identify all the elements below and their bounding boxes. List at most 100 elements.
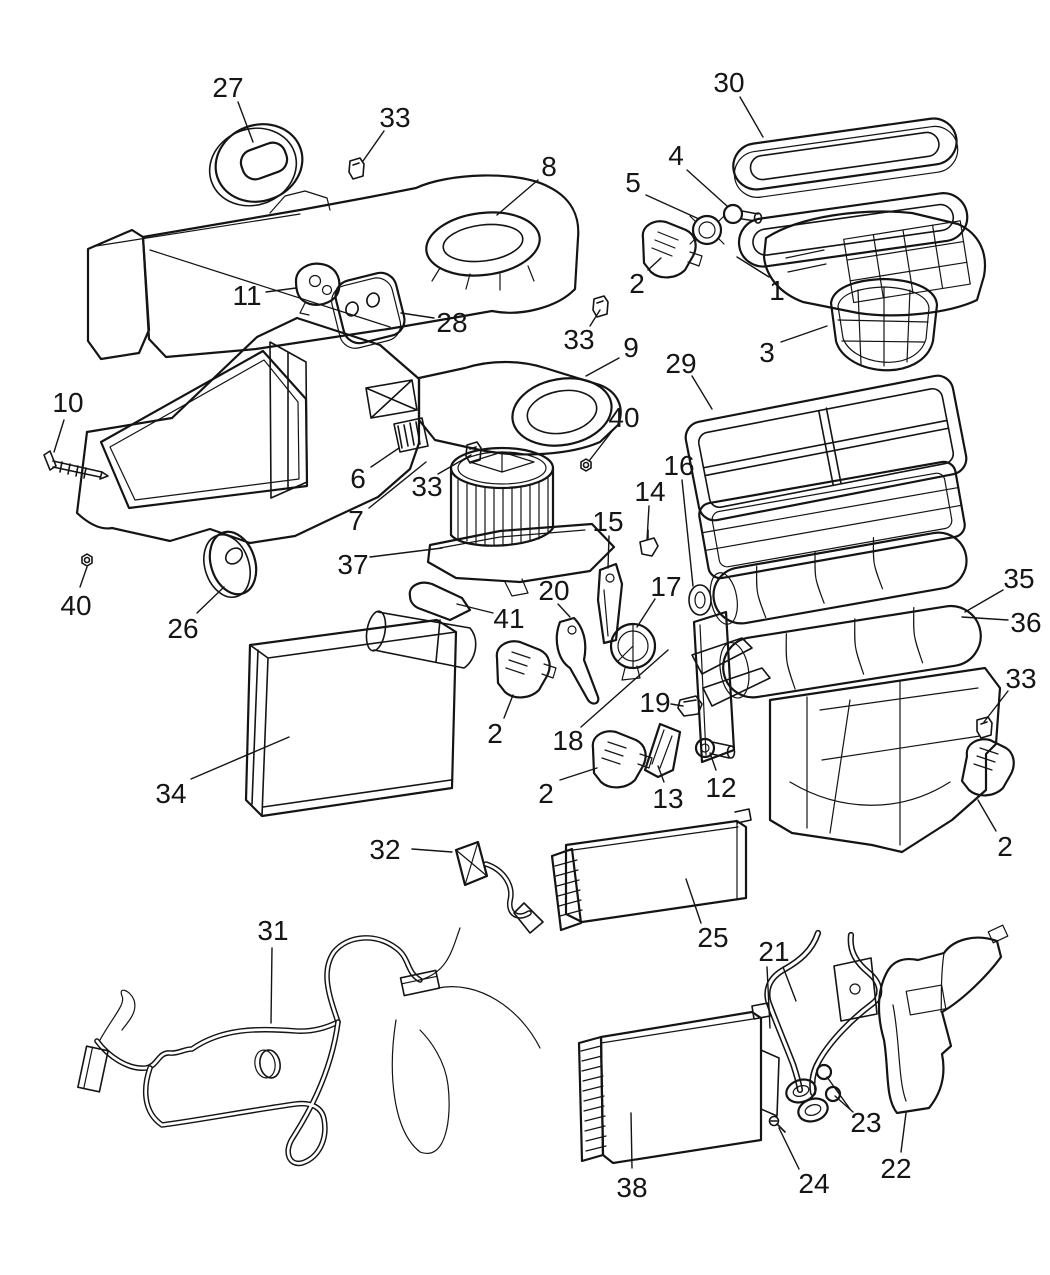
callout-leader-18: [580, 649, 669, 728]
callout-leader-36: [961, 616, 1009, 621]
callout-label-41: 41: [493, 603, 524, 634]
part-6-7-resistor-sketch: [365, 379, 429, 453]
callout-label-33: 33: [379, 102, 410, 133]
part-11-grommet-sketch: [294, 262, 341, 316]
callout-label-31: 31: [257, 915, 288, 946]
callout-leader-25: [685, 878, 702, 924]
part-12-plug-sketch: [694, 737, 736, 759]
part-27-seal-sketch: [208, 123, 304, 207]
callout-label-27: 27: [212, 72, 243, 103]
callout-leader-34: [190, 736, 290, 780]
callout-label-8: 8: [541, 151, 557, 182]
callout-leader-31: [270, 947, 273, 1024]
callout-label-14: 14: [634, 476, 665, 507]
callout-leader-2: [977, 799, 997, 832]
callout-leader-2: [559, 767, 598, 781]
callout-leader-40: [588, 429, 614, 462]
callout-label-3: 3: [759, 337, 775, 368]
callout-leader-2: [503, 694, 514, 719]
part-17-disc-sketch: [609, 622, 657, 681]
part-41-bracket-sketch: [365, 581, 477, 669]
callout-label-33: 33: [563, 324, 594, 355]
callout-label-23: 23: [850, 1107, 881, 1138]
callout-leader-2: [647, 257, 662, 271]
part-29-filter-frame-sketch: [684, 374, 968, 522]
callout-label-15: 15: [592, 506, 623, 537]
callout-label-16: 16: [663, 450, 694, 481]
part-23-orings-sketch: [815, 1063, 842, 1103]
callout-leader-16: [681, 479, 694, 587]
part-3-grille-sketch: [829, 277, 939, 372]
callout-label-6: 6: [350, 463, 366, 494]
callout-label-2: 2: [538, 778, 554, 809]
callout-label-17: 17: [650, 571, 681, 602]
callout-leader-21: [782, 966, 797, 1002]
callout-label-28: 28: [436, 307, 467, 338]
callout-leader-37: [369, 547, 443, 558]
part-18-lever-sketch: [691, 637, 771, 707]
callout-leader-5: [645, 194, 700, 220]
part-32-hose-sketch: [454, 840, 544, 934]
part-30-cover-sketch: [732, 117, 959, 198]
callout-leader-22: [900, 1112, 907, 1153]
part-40-nut-sketches: [81, 458, 592, 567]
callout-label-2: 2: [997, 831, 1013, 862]
callout-label-20: 20: [538, 575, 569, 606]
callout-label-2: 2: [629, 268, 645, 299]
part-15-bracket-sketch: [596, 562, 624, 645]
callout-leader-27: [237, 101, 254, 143]
callout-label-7: 7: [348, 505, 364, 536]
callout-leader-41: [456, 603, 494, 614]
callout-leader-1: [736, 256, 770, 278]
callout-leader-10: [53, 419, 65, 453]
callout-label-36: 36: [1010, 607, 1041, 638]
callout-label-29: 29: [665, 348, 696, 379]
part-24-screw-sketch: [768, 1115, 786, 1133]
callout-label-2: 2: [487, 718, 503, 749]
part-38-heater-core-sketch: [577, 1002, 780, 1165]
callout-leader-33: [437, 454, 472, 475]
callout-leader-4: [686, 169, 728, 207]
callout-leader-24: [778, 1127, 800, 1170]
callout-leader-3: [780, 325, 828, 343]
callout-label-18: 18: [552, 725, 583, 756]
callout-label-38: 38: [616, 1172, 647, 1203]
callout-label-35: 35: [1003, 563, 1034, 594]
callout-label-32: 32: [369, 834, 400, 865]
callout-label-11: 11: [232, 280, 261, 311]
callout-label-25: 25: [697, 922, 728, 953]
part-34-evaporator-sketch: [244, 618, 458, 818]
part-33-clip-sketches: [348, 157, 993, 739]
callout-leader-14: [646, 505, 650, 541]
callout-leader-33: [362, 130, 385, 162]
part-20-lever-sketch: [555, 616, 600, 705]
callout-leader-35: [964, 589, 1004, 613]
callout-label-37: 37: [337, 549, 368, 580]
part-31-harness-sketch: [77, 927, 541, 1163]
part-9-lower-housing-sketch: [75, 316, 622, 545]
callout-leader-30: [739, 96, 764, 138]
part-26-grommet-sketch: [203, 530, 258, 598]
callout-label-4: 4: [668, 140, 684, 171]
callout-leader-28: [400, 312, 435, 319]
callout-label-34: 34: [155, 778, 186, 809]
callout-label-30: 30: [713, 67, 744, 98]
callout-leader-17: [636, 598, 656, 628]
exploded-view-sketch: [43, 117, 1015, 1165]
part-10-screw-sketch: [43, 450, 109, 480]
callout-leader-8: [496, 179, 539, 216]
callout-leader-32: [411, 848, 453, 853]
callout-label-21: 21: [758, 936, 789, 967]
callout-leader-23: [826, 1076, 851, 1110]
part-1-housing-sketch: [737, 192, 986, 317]
part-22-bracket-sketch: [877, 924, 1009, 1115]
part-25-heater-core-sketch: [550, 808, 752, 932]
part-13-bracket-sketch: [643, 722, 682, 779]
callout-label-19: 19: [639, 687, 670, 718]
callout-leader-33: [589, 309, 601, 327]
callout-leader-19: [670, 703, 684, 707]
callout-leader-15: [607, 535, 610, 569]
callout-leader-33: [983, 690, 1009, 723]
callout-leader-7: [368, 461, 427, 509]
